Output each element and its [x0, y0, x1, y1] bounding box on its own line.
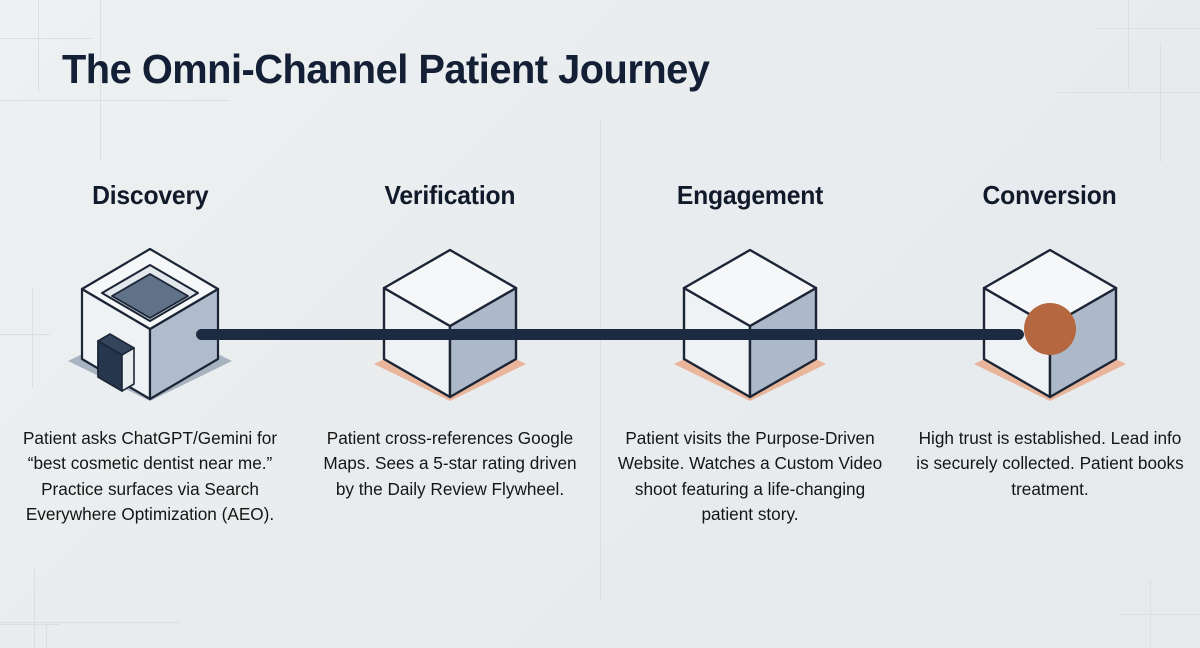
step-caption-engagement: Patient visits the Purpose-Driven Websit…	[617, 428, 883, 524]
registration-mark-top-left-h	[0, 38, 92, 39]
journey-step-verification[interactable]: Verification Patient cross-references Go…	[300, 180, 600, 527]
step-caption-conversion: High trust is established. Lead info is …	[916, 428, 1184, 499]
isometric-cube-with-node-icon	[950, 233, 1150, 408]
registration-mark-top-left-inner-h	[0, 100, 230, 101]
registration-mark-mid-left-v	[32, 288, 33, 388]
journey-step-conversion[interactable]: Conversion High trust is established. Le…	[900, 180, 1200, 527]
registration-mark-top-right-inner-v	[1160, 42, 1161, 162]
conversion-node-circle	[1024, 303, 1076, 355]
step-label-engagement: Engagement	[676, 180, 824, 210]
registration-mark-bottom-left-inner-h	[0, 622, 180, 623]
registration-mark-bottom-right-h	[1120, 614, 1200, 615]
registration-mark-top-right-h	[1098, 28, 1200, 29]
step-label-verification: Verification	[384, 180, 516, 210]
step-caption-verification: Patient cross-references Google Maps. Se…	[323, 428, 577, 499]
journey-steps: Discovery	[0, 180, 1200, 527]
registration-mark-mid-left-h	[0, 334, 50, 335]
step-label-conversion: Conversion	[983, 180, 1117, 210]
step-label-discovery: Discovery	[91, 180, 209, 210]
registration-mark-bottom-left-inner-v	[46, 622, 47, 648]
connector-verification-engagement	[448, 329, 778, 340]
registration-mark-top-left-inner-v	[100, 0, 101, 160]
step-caption-discovery: Patient asks ChatGPT/Gemini for “best co…	[22, 428, 278, 524]
registration-mark-top-right-v	[1128, 0, 1129, 90]
journey-step-engagement[interactable]: Engagement Patient visits the Purpose-Dr…	[600, 180, 900, 527]
column-divider	[600, 120, 601, 600]
isometric-cube-icon	[650, 233, 850, 408]
page-title: The Omni-Channel Patient Journey	[62, 46, 710, 92]
connector-engagement-conversion	[748, 329, 1024, 340]
registration-mark-bottom-left-h	[0, 624, 60, 625]
isometric-cube-icon	[350, 233, 550, 408]
registration-mark-bottom-left-v	[34, 568, 35, 648]
journey-step-discovery[interactable]: Discovery	[0, 180, 300, 527]
registration-mark-top-left-v	[38, 0, 39, 92]
registration-mark-top-right-inner-h	[1058, 92, 1200, 93]
connector-discovery-verification	[196, 329, 500, 340]
isometric-building-open-top-icon	[50, 233, 250, 408]
